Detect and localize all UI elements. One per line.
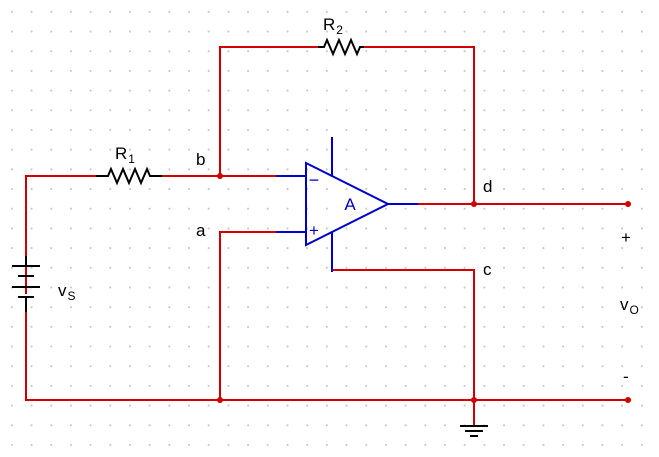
resistor-r2 xyxy=(318,37,364,57)
node-dot-ground xyxy=(471,397,477,403)
node-dot-d xyxy=(471,201,477,207)
node-dots xyxy=(217,173,631,403)
wire-feedback-right xyxy=(364,46,475,204)
output-minus-label: - xyxy=(623,367,629,386)
wire-bottom-rail xyxy=(25,310,628,401)
wires xyxy=(25,46,628,426)
opamp-noninverting-sign: + xyxy=(309,221,319,240)
wire-feedback-left xyxy=(219,46,318,176)
node-a-label: a xyxy=(196,221,206,240)
node-dot-output-plus xyxy=(625,201,631,207)
opamp-inverting-sign: − xyxy=(309,170,320,190)
output-voltage-label: vO xyxy=(620,295,639,317)
ground-icon xyxy=(460,425,488,437)
r2-label: R2 xyxy=(323,15,343,37)
battery-icon xyxy=(12,256,40,312)
r1-label: R1 xyxy=(115,144,135,166)
wire-supply-to-ground xyxy=(331,245,475,400)
opamp-icon xyxy=(276,137,418,272)
node-c-label: c xyxy=(483,260,492,279)
node-dot-output-minus xyxy=(625,397,631,403)
node-d-label: d xyxy=(483,177,492,196)
output-plus-label: + xyxy=(621,228,631,247)
node-b-label: b xyxy=(196,150,205,169)
wire-noninverting xyxy=(219,231,306,400)
source-label: vS xyxy=(58,281,76,303)
node-dot-b xyxy=(217,173,223,179)
resistor-r1 xyxy=(96,166,162,186)
wire-source-to-r1 xyxy=(25,175,96,294)
opamp-label: A xyxy=(344,195,356,214)
node-dot-bottom-a xyxy=(217,397,223,403)
